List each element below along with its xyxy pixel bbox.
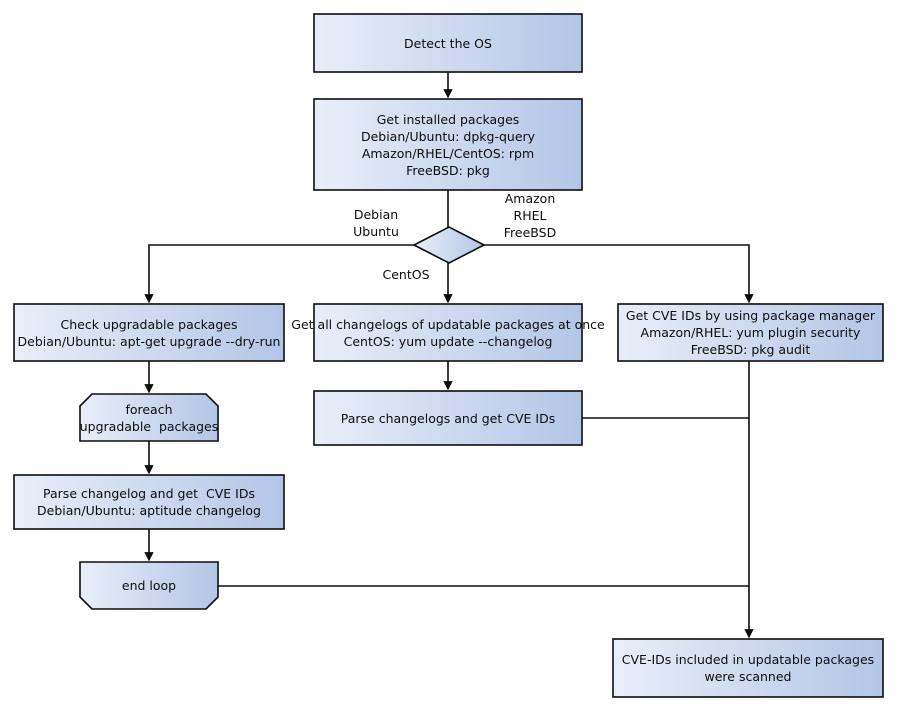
shape-parse-changelogs-centos: [313, 390, 583, 446]
shape-parse-changelog-debian: [13, 474, 285, 530]
shape-detect-os: [313, 13, 583, 73]
shape-os-decision: [412, 226, 486, 264]
shape-get-cve-ids-pkgmgr: [617, 303, 884, 362]
edge-decision-to-check-upgradable: [144, 244, 414, 304]
edge-label-centos: CentOS: [382, 267, 430, 282]
shape-foreach-loop-start: [79, 393, 219, 442]
node-shape-group: [13, 13, 884, 698]
edge-label-debian-ubuntu: Debian Ubuntu: [353, 207, 399, 239]
shape-check-upgradable: [13, 303, 285, 362]
shape-end-loop: [79, 561, 219, 610]
shape-scan-complete: [612, 638, 884, 698]
edge-decision-to-cveids: [484, 244, 754, 304]
shape-get-installed-packages: [313, 98, 583, 191]
shape-get-all-changelogs: [313, 303, 583, 362]
edge-label-amazon-rhel-freebsd: Amazon RHEL FreeBSD: [503, 191, 557, 240]
connector-group: [144, 72, 754, 639]
